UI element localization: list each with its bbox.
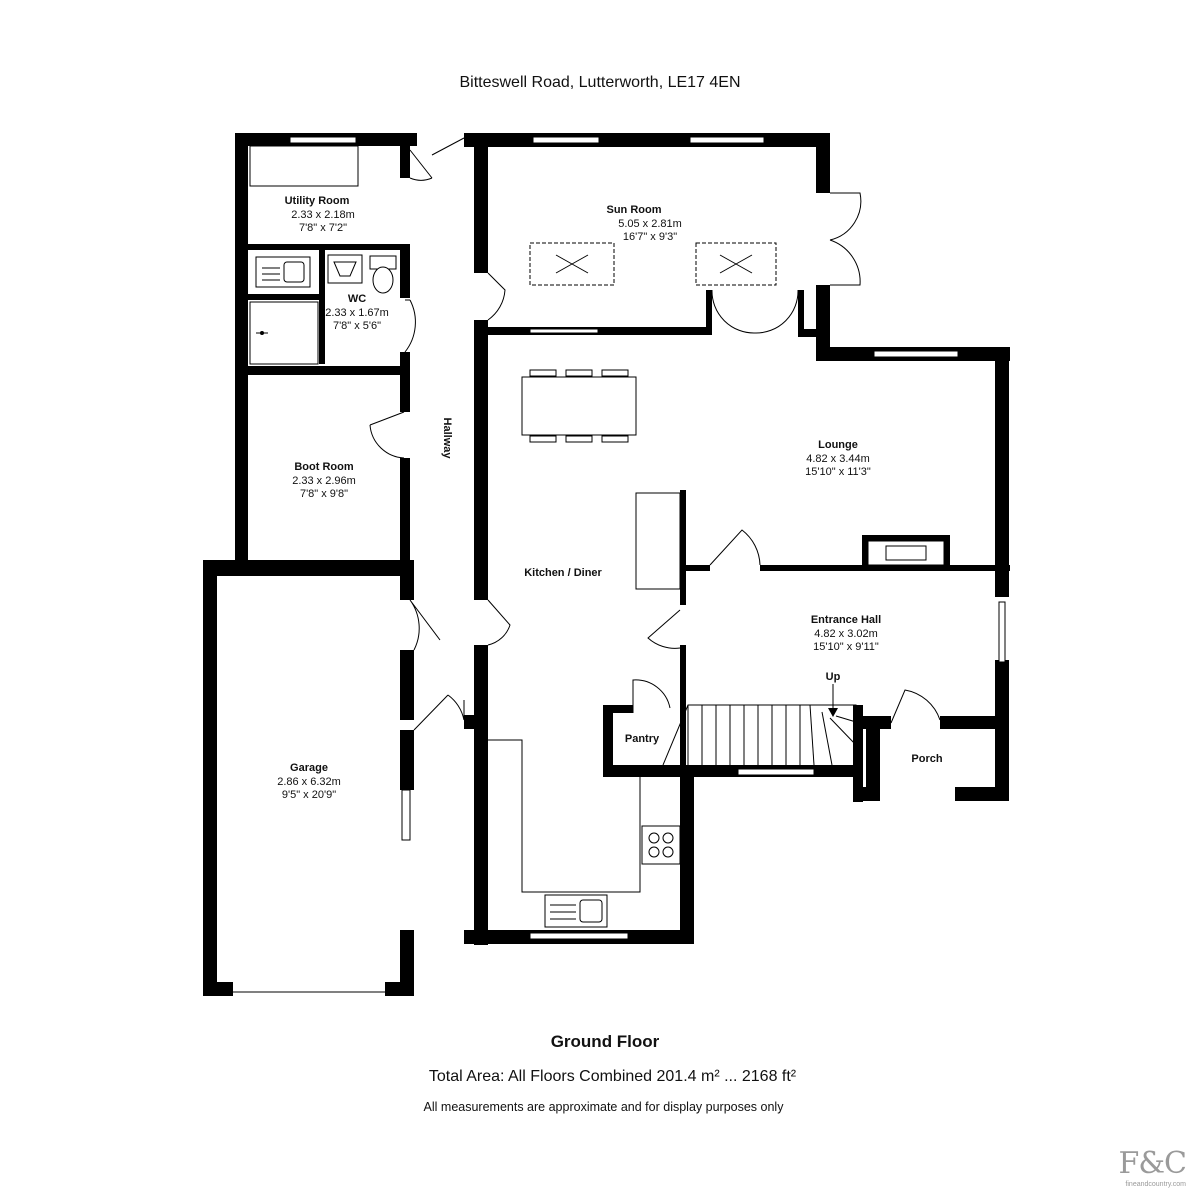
hallway-name: Hallway [441,418,453,460]
entrance-hall-metric: 4.82 x 3.02m [814,628,878,640]
lounge-metric: 4.82 x 3.44m [806,453,870,465]
sun-room-metric: 5.05 x 2.81m [618,218,682,230]
dining-table-icon [521,376,637,436]
logo-url: fineandcountry.com [1125,1181,1186,1188]
logo-mark: F&C [1118,1146,1187,1181]
sun-room-imperial: 16'7" x 9'3" [623,231,677,243]
room-labels: Utility Room 2.33 x 2.18m 7'8" x 7'2" WC… [277,195,943,801]
boot-room-imperial: 7'8" x 9'8" [300,488,348,500]
entrance-hall-imperial: 15'10" x 9'11" [813,641,879,653]
entrance-hall-name: Entrance Hall [811,614,881,626]
utility-room-imperial: 7'8" x 7'2" [299,222,347,234]
kitchen-unit-icon [635,492,681,590]
utility-room-metric: 2.33 x 2.18m [291,209,355,221]
wc-imperial: 7'8" x 5'6" [333,320,381,332]
wc-metric: 2.33 x 1.67m [325,307,389,319]
windows [233,136,1006,993]
porch-name: Porch [911,753,942,765]
property-address: Bitteswell Road, Lutterworth, LE17 4EN [459,74,741,91]
stairs-up-label: Up [826,671,841,683]
lounge-imperial: 15'10" x 11'3" [805,466,871,478]
roof-light-icon [529,242,615,286]
agency-logo: F&C fineandcountry.com [1118,1146,1187,1189]
pantry-name: Pantry [625,733,660,745]
doors [369,137,941,731]
lounge-name: Lounge [818,439,858,451]
boot-room-metric: 2.33 x 2.96m [292,475,356,487]
toilet-icon [372,266,394,294]
garage-imperial: 9'5" x 20'9" [282,789,336,801]
garage-name: Garage [290,762,328,774]
disclaimer: All measurements are approximate and for… [423,1100,784,1114]
garage-metric: 2.86 x 6.32m [277,776,341,788]
floor-title: Ground Floor [550,1032,660,1051]
sun-room-name: Sun Room [607,204,662,216]
wc-basin-icon [327,254,363,284]
total-area: Total Area: All Floors Combined 201.4 m²… [428,1068,797,1085]
kitchen-name: Kitchen / Diner [524,567,602,579]
fixtures [249,145,950,928]
roof-light-icon [695,242,777,286]
boot-room-name: Boot Room [294,461,353,473]
wc-name: WC [348,293,366,305]
utility-room-name: Utility Room [285,195,350,207]
hob-icon [641,825,681,865]
staircase-icon [662,684,857,766]
